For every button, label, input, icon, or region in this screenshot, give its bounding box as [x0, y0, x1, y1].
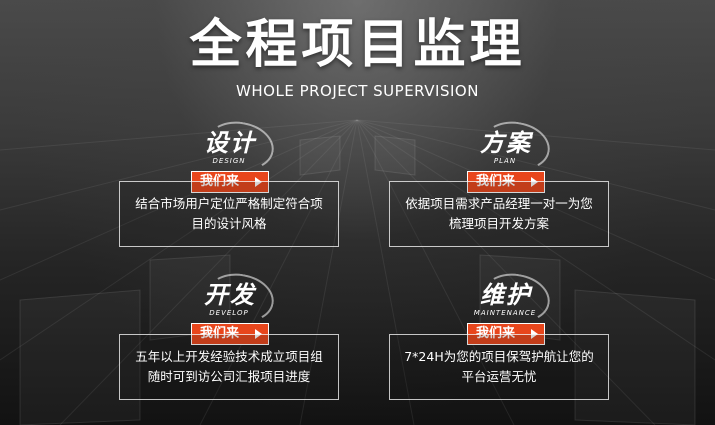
plan-badge: 方案 PLAN [460, 116, 554, 184]
page-subtitle: WHOLE PROJECT SUPERVISION [236, 82, 479, 100]
page-title: 全程项目监理 [189, 15, 526, 75]
develop-badge: 开发 DEVELOP [184, 268, 278, 336]
develop-cta-label: 我们来 [200, 326, 240, 341]
arrow-right-icon [531, 177, 538, 187]
maintenance-description-box: 7*24H为您的项目保驾护航让您的平台运营无忧 [389, 334, 609, 400]
maintenance-badge: 维护 MAINTENANCE [460, 268, 554, 336]
develop-description-box: 五年以上开发经验技术成立项目组随时可到访公司汇报项目进度 [119, 334, 339, 400]
maintenance-cta-label: 我们来 [476, 326, 516, 341]
design-description-box: 结合市场用户定位严格制定符合项目的设计风格 [119, 181, 339, 247]
maintenance-badge-title: 维护 [480, 280, 532, 309]
maintenance-badge-subtitle: MAINTENANCE [473, 309, 537, 317]
develop-badge-subtitle: DEVELOP [209, 309, 249, 317]
design-badge: 设计 DESIGN [184, 116, 278, 184]
maintenance-description: 7*24H为您的项目保驾护航让您的平台运营无忧 [404, 349, 594, 384]
plan-badge-title: 方案 [480, 128, 532, 157]
plan-description-box: 依据项目需求产品经理一对一为您梳理项目开发方案 [389, 181, 609, 247]
design-badge-subtitle: DESIGN [212, 157, 246, 165]
design-badge-title: 设计 [204, 128, 256, 157]
plan-description: 依据项目需求产品经理一对一为您梳理项目开发方案 [405, 196, 593, 231]
develop-badge-title: 开发 [204, 280, 256, 309]
design-cta-button[interactable]: 我们来 [191, 171, 269, 193]
develop-description: 五年以上开发经验技术成立项目组随时可到访公司汇报项目进度 [135, 349, 323, 384]
arrow-right-icon [255, 177, 262, 187]
design-description: 结合市场用户定位严格制定符合项目的设计风格 [135, 196, 323, 231]
plan-badge-subtitle: PLAN [493, 157, 517, 165]
